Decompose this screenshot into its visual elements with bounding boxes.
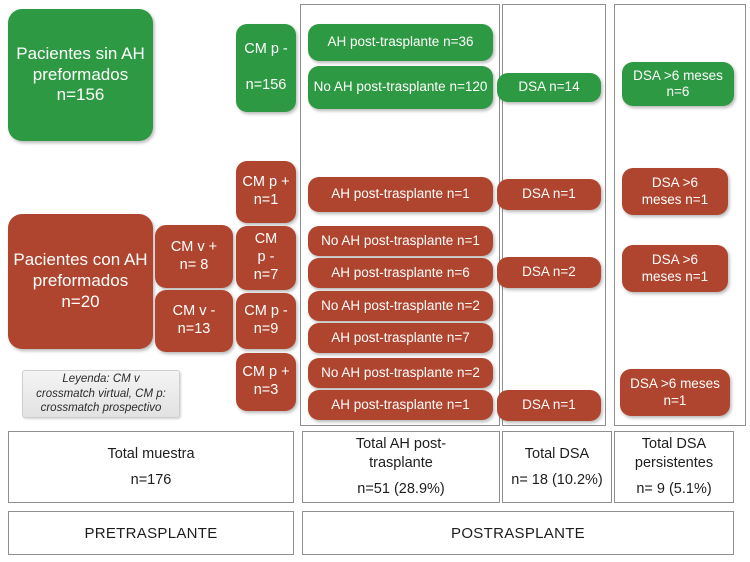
- node-cm-v-positivo-8[interactable]: CM v + n= 8: [155, 225, 233, 288]
- node-no-ah-post-trasplante-1[interactable]: No AH post-trasplante n=1: [308, 226, 493, 256]
- node-ah-post-trasplante-36[interactable]: AH post-trasplante n=36: [308, 24, 493, 61]
- node-no-ah-post-trasplante-2-b[interactable]: No AH post-trasplante n=2: [308, 358, 493, 388]
- total-dsa-label: Total DSA: [524, 445, 590, 462]
- total-dsa-persistentes-label: Total DSA persistentes: [634, 436, 714, 472]
- node-cm-p-negativo-9[interactable]: CM p - n=9: [236, 293, 296, 349]
- node-no-ah-post-trasplante-2-a[interactable]: No AH post-trasplante n=2: [308, 291, 493, 321]
- node-dsa-6-meses-1-b[interactable]: DSA >6 meses n=1: [622, 245, 728, 292]
- total-muestra-label: Total muestra: [107, 445, 195, 462]
- node-dsa-1-b[interactable]: DSA n=1: [497, 390, 601, 421]
- node-dsa-2[interactable]: DSA n=2: [497, 257, 601, 288]
- node-ah-post-trasplante-6[interactable]: AH post-trasplante n=6: [308, 258, 493, 288]
- node-dsa-6-meses-1-c[interactable]: DSA >6 meses n=1: [620, 369, 730, 416]
- node-ah-post-trasplante-1-b[interactable]: AH post-trasplante n=1: [308, 390, 493, 420]
- node-dsa-6-meses-1-a[interactable]: DSA >6 meses n=1: [622, 168, 728, 215]
- node-pacientes-con-ah-preformados[interactable]: Pacientes con AH preformados n=20: [8, 214, 153, 349]
- total-dsa-value: n= 18 (10.2%): [511, 471, 603, 488]
- node-ah-post-trasplante-1-a[interactable]: AH post-trasplante n=1: [308, 177, 493, 212]
- node-dsa-14[interactable]: DSA n=14: [497, 73, 601, 102]
- phase-postrasplante: POSTRASPLANTE: [302, 511, 734, 555]
- node-no-ah-post-trasplante-120[interactable]: No AH post-trasplante n=120: [308, 66, 493, 109]
- node-cm-p-negativo-156[interactable]: CM p - n=156: [236, 24, 296, 112]
- total-dsa-box: Total DSA n= 18 (10.2%): [502, 431, 612, 503]
- total-muestra-value: n=176: [130, 471, 172, 488]
- node-cm-p-positivo-3[interactable]: CM p + n=3: [236, 353, 296, 411]
- column-frame-dsa: [502, 4, 606, 426]
- total-ah-post-trasplante-value: n=51 (28.9%): [357, 480, 445, 497]
- total-ah-post-trasplante-label: Total AH post- trasplante: [355, 436, 447, 472]
- node-cm-v-negativo-13[interactable]: CM v - n=13: [155, 290, 233, 352]
- node-cm-p-negativo-7[interactable]: CM p - n=7: [236, 226, 296, 290]
- total-muestra-box: Total muestra n=176: [8, 431, 294, 503]
- total-dsa-persistentes-value: n= 9 (5.1%): [636, 480, 712, 497]
- node-dsa-1-a[interactable]: DSA n=1: [497, 179, 601, 210]
- node-dsa-6-meses-6[interactable]: DSA >6 meses n=6: [622, 62, 734, 106]
- total-ah-post-trasplante-box: Total AH post- trasplante n=51 (28.9%): [302, 431, 500, 503]
- node-pacientes-sin-ah-preformados[interactable]: Pacientes sin AH preformados n=156: [8, 9, 153, 141]
- node-cm-p-positivo-1[interactable]: CM p + n=1: [236, 161, 296, 223]
- phase-pretrasplante: PRETRASPLANTE: [8, 511, 294, 555]
- node-ah-post-trasplante-7[interactable]: AH post-trasplante n=7: [308, 323, 493, 353]
- total-dsa-persistentes-box: Total DSA persistentes n= 9 (5.1%): [614, 431, 734, 503]
- legend-box: Leyenda: CM v crossmatch virtual, CM p: …: [22, 370, 180, 418]
